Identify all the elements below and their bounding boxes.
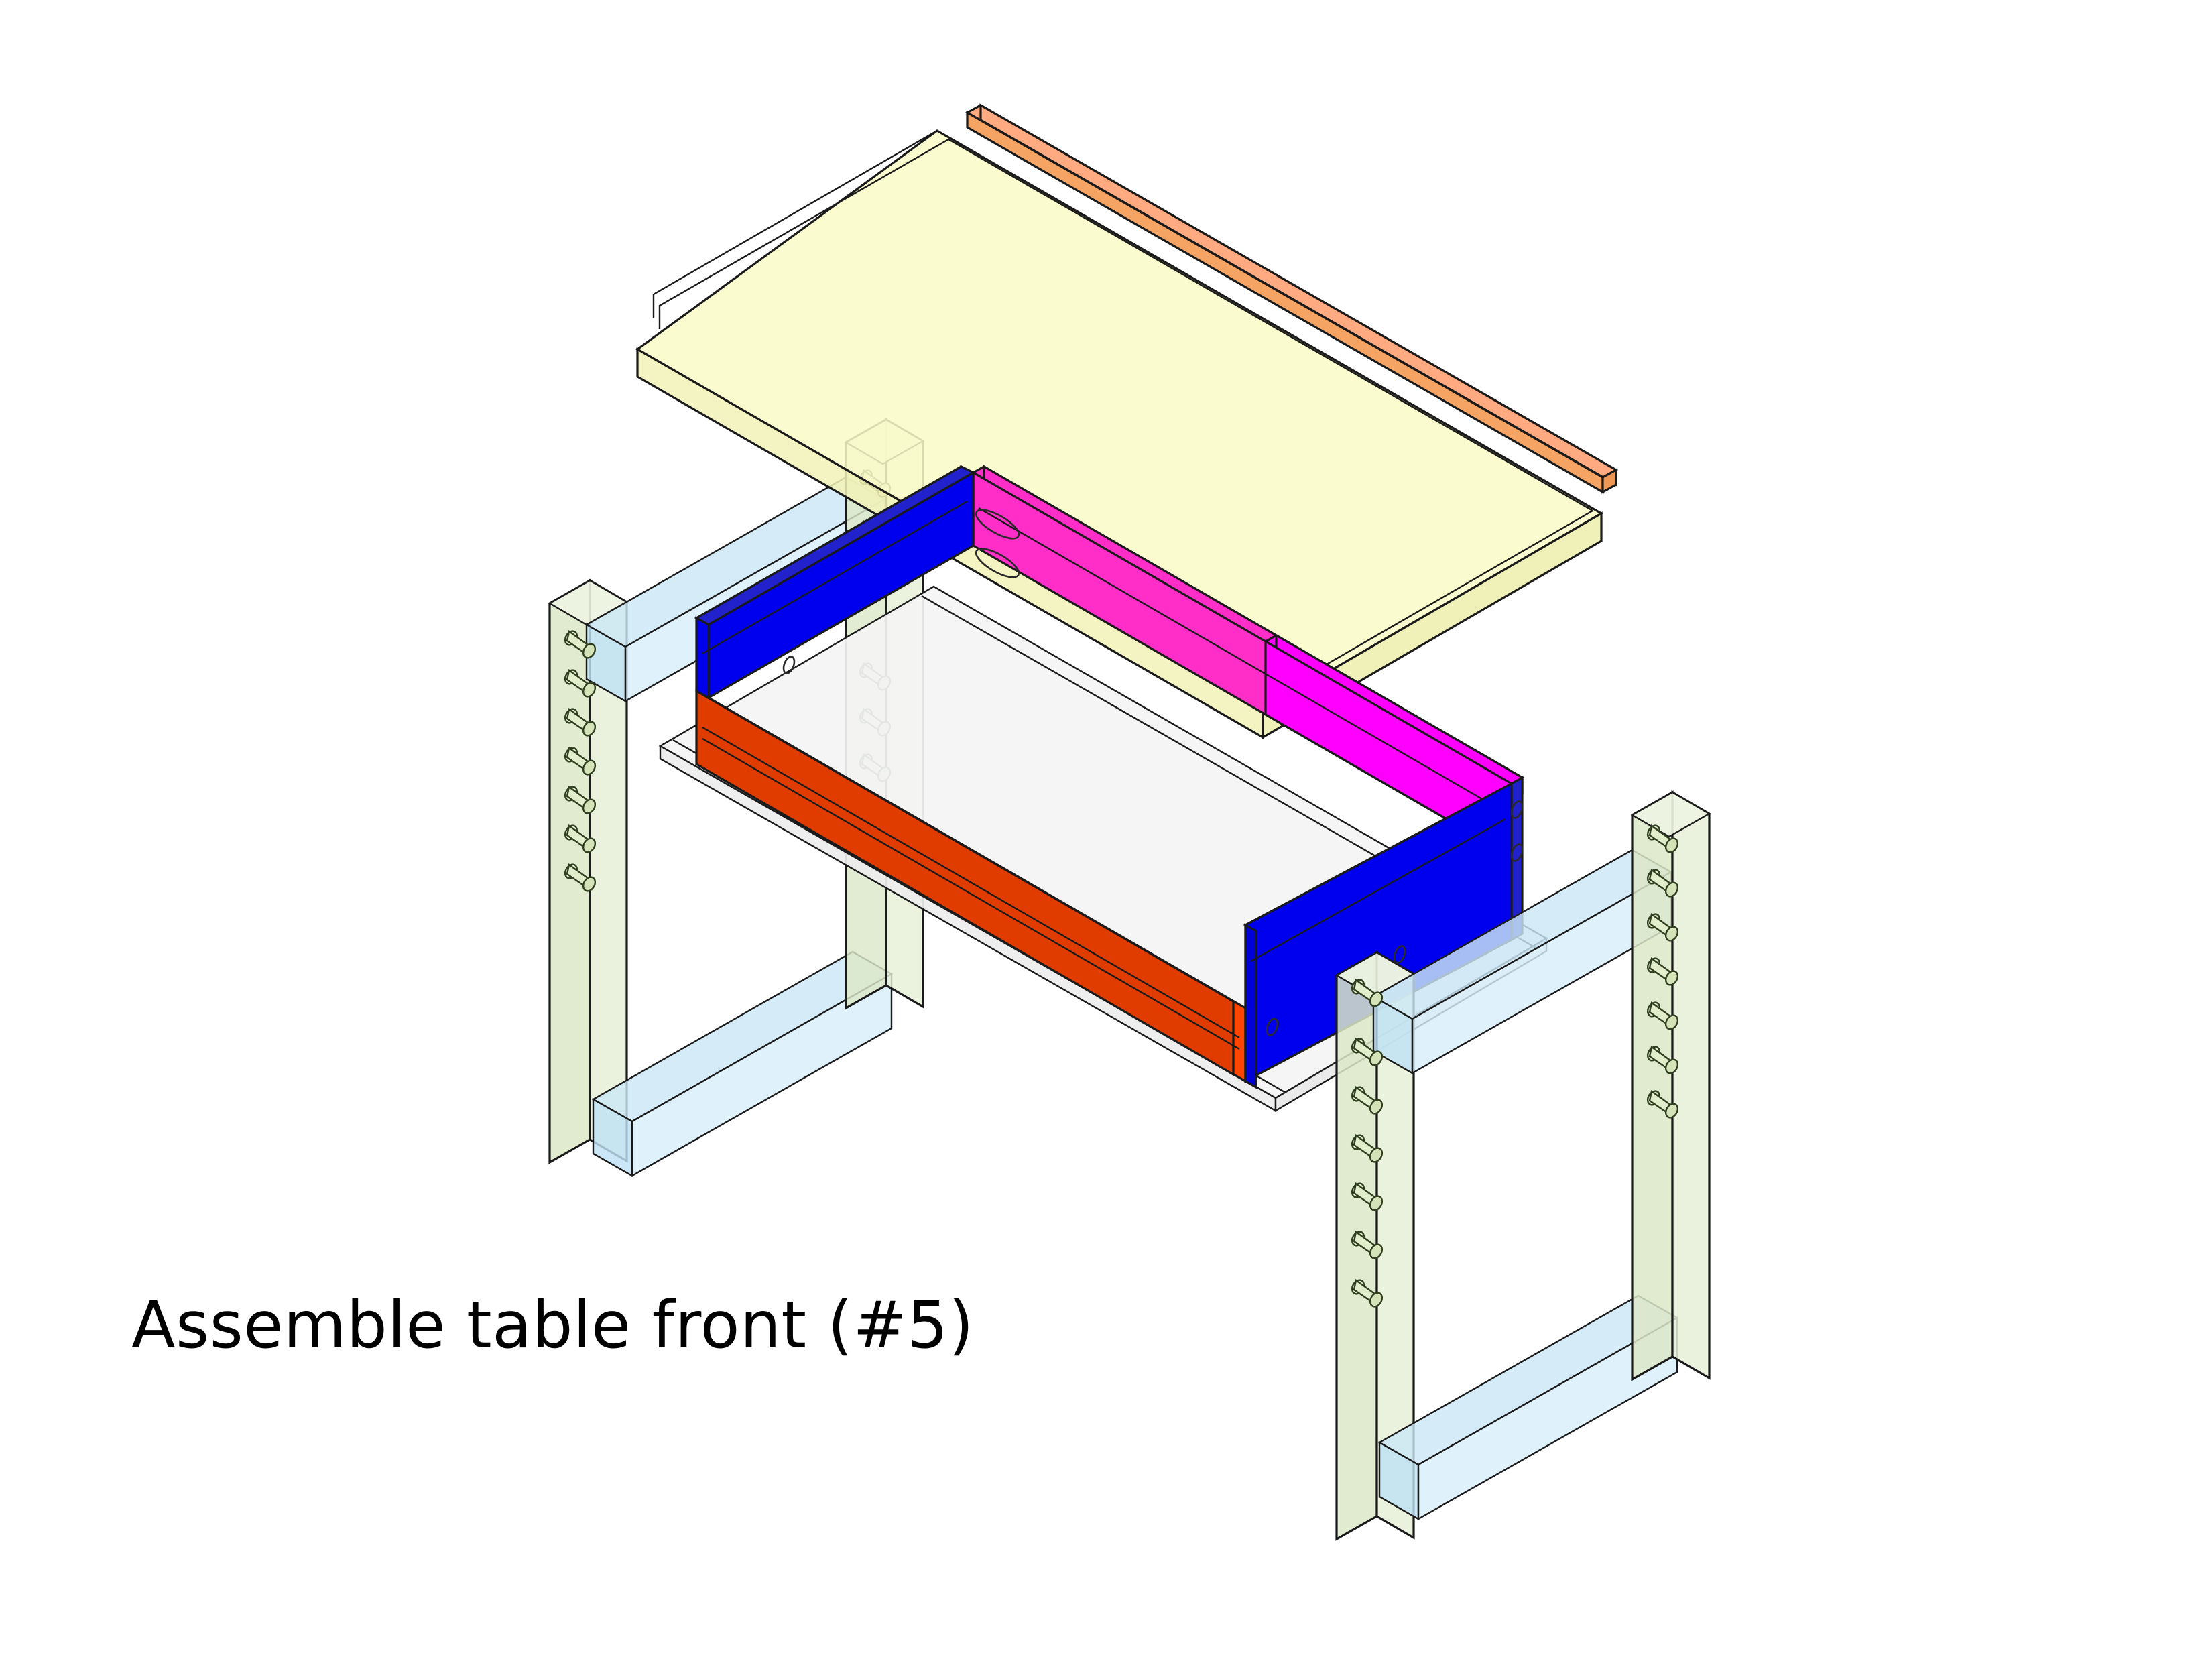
rail-back-left[interactable] [694,465,976,700]
dowel-pin [1646,957,1679,986]
screw-hole [1393,945,1406,964]
pocket-hole [975,509,1020,540]
dowel-pin-group-left-back-leg [564,629,597,892]
screw-hole [1510,843,1524,862]
dowel-pin [564,629,597,659]
dowel-pin [1646,912,1679,942]
pocket-hole [975,548,1020,578]
tabletop-assembly[interactable] [635,103,1619,739]
left-frame-bottom-stretcher [591,950,894,1178]
dowel-pin [1351,1230,1384,1259]
rail-back-right[interactable] [971,465,1525,859]
dowel-pin [1351,1278,1384,1308]
dowel-pin [1646,868,1679,898]
dowel-pin [1646,1089,1679,1119]
screw-hole [782,656,796,674]
dowel-pin [564,668,597,698]
dowel-pin [1351,1037,1384,1066]
rail-front[interactable] [695,689,1247,1083]
dowel-pin [564,824,597,853]
right-frame-top-stretcher [1371,849,1673,1075]
dowel-pin [564,707,597,737]
dowel-pin [564,785,597,814]
dowel-pin [1351,1085,1384,1115]
screw-hole [1266,1018,1279,1036]
dowel-pin [1646,1045,1679,1074]
leg-frame-right[interactable] [1335,790,1711,1541]
dowel-pin [1646,824,1679,853]
dowel-pin [564,863,597,892]
rail-right[interactable] [1243,776,1524,1089]
step-caption: Assemble table front (#5) [131,1288,974,1363]
dowel-pin-group-right-front-leg [1646,824,1679,1119]
dowel-pin-group-right-back-leg [1351,978,1384,1308]
dowel-pin [1646,1001,1679,1030]
dowel-pin [1351,1182,1384,1211]
right-frame-bottom-stretcher [1377,1294,1679,1521]
tabletop-edge-strip [965,103,1619,494]
screw-hole [1510,800,1524,819]
dowel-pin [564,746,597,776]
dowel-pin [1351,1133,1384,1163]
right-frame-front-leg [1630,790,1711,1381]
dowel-pin [1351,978,1384,1007]
